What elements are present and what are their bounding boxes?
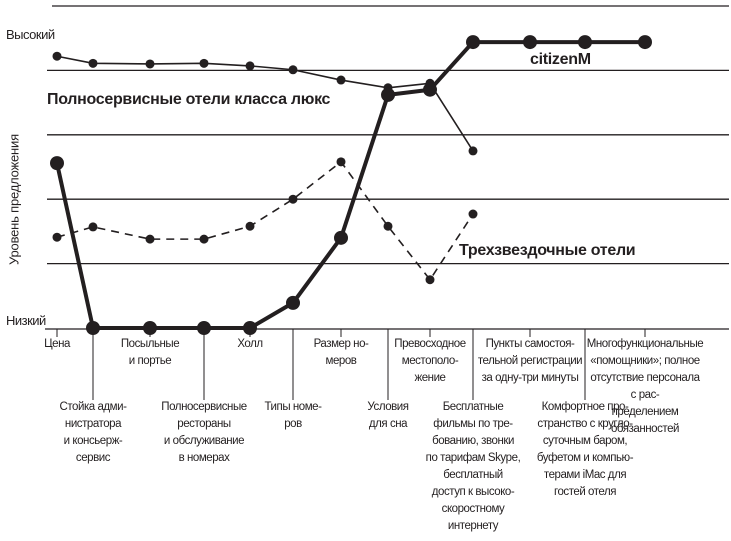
data-point <box>50 156 64 171</box>
data-point <box>199 234 209 244</box>
series-label-citizenm: citizenM <box>530 51 591 68</box>
category-label: Бесплатные фильмы по тре- бованию, звонк… <box>425 401 521 532</box>
data-point <box>245 221 255 231</box>
category-label: Комфортное про- странство с кругло- суто… <box>536 401 634 498</box>
series-line <box>55 40 645 330</box>
y-level-low: Низкий <box>6 313 46 328</box>
data-point <box>145 59 155 69</box>
data-point <box>578 35 592 50</box>
category-label: Посыльные и портье <box>120 338 180 367</box>
category-label: Цена <box>44 338 70 350</box>
data-point <box>288 65 298 75</box>
data-point <box>286 295 300 310</box>
data-point <box>288 194 298 204</box>
data-point <box>423 82 437 97</box>
series-label-luxury: Полносервисные отели класса люкс <box>47 91 331 108</box>
category-label: Условия для сна <box>367 401 409 430</box>
category-label: Превосходное местополо- жение <box>394 338 466 384</box>
data-point <box>52 51 62 61</box>
series-label-three-star: Трехзвездочные отели <box>459 242 636 259</box>
category-label: Холл <box>237 338 263 350</box>
data-point <box>381 87 395 102</box>
data-point <box>88 222 98 232</box>
data-point <box>523 35 537 50</box>
data-point <box>425 275 435 285</box>
data-point <box>466 35 480 50</box>
data-point <box>638 35 652 50</box>
data-point <box>88 58 98 68</box>
data-point <box>197 321 211 335</box>
data-point <box>383 221 393 231</box>
category-label: Стойка адми- нистратора и консьерж- серв… <box>59 401 127 464</box>
category-label: Полносервисные рестораны и обслуживание … <box>161 401 247 464</box>
category-label: Пункты самостоя- тельной регистрации за … <box>477 338 583 384</box>
category-label: Многофункциональные «помощники»; полное … <box>586 338 704 435</box>
data-point <box>468 146 478 156</box>
data-point <box>143 321 157 335</box>
data-point <box>52 232 62 242</box>
data-point <box>336 157 346 167</box>
y-level-high: Высокий <box>6 27 55 42</box>
data-point <box>245 61 255 71</box>
data-point <box>199 58 209 68</box>
category-label: Размер но- меров <box>313 338 369 367</box>
series-line <box>56 55 474 152</box>
data-point <box>468 209 478 219</box>
data-point <box>334 230 348 245</box>
data-point <box>336 75 346 85</box>
y-axis-label: Уровень предложения <box>6 134 22 265</box>
data-point <box>243 321 257 335</box>
category-label: Типы номе- ров <box>264 401 322 430</box>
series-line <box>56 161 474 281</box>
data-point <box>145 234 155 244</box>
data-point <box>86 321 100 335</box>
